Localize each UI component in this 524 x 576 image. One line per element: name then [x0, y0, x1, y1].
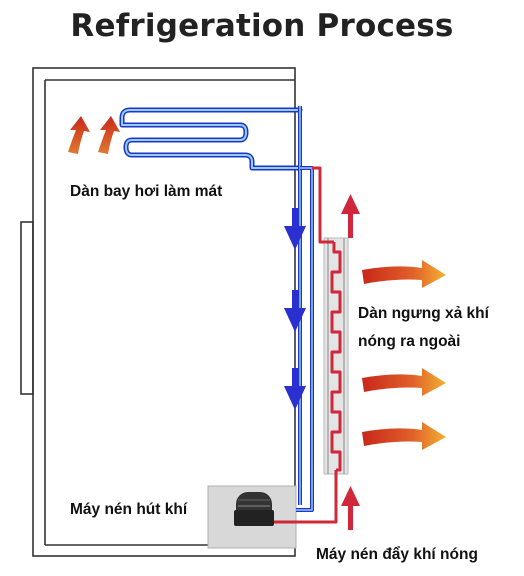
hot-flow-arrow — [341, 194, 360, 238]
cold-flow-arrow — [284, 368, 306, 410]
compressor-discharge-label: Máy nén đẩy khí nóng — [316, 546, 478, 563]
discharge-line — [270, 166, 342, 524]
heat-release-arrows — [362, 260, 446, 450]
heat-rising-arrow — [98, 116, 120, 154]
cold-flow-arrows — [284, 208, 306, 410]
compressor-icon — [234, 492, 274, 526]
hot-flow-arrows — [341, 194, 360, 530]
condenser-label-line1: Dàn ngưng xả khí — [358, 305, 489, 322]
hot-flow-arrow — [341, 486, 360, 530]
condenser-label-line2: nóng ra ngoài — [358, 333, 461, 350]
heat-release-arrow — [362, 422, 446, 450]
heat-release-arrow — [362, 260, 446, 288]
diagram-title: Refrigeration Process — [70, 8, 454, 44]
cold-flow-arrow — [284, 208, 306, 250]
heat-release-arrow — [362, 368, 446, 396]
cold-flow-arrow — [284, 290, 306, 332]
compressor-suction-label: Máy nén hút khí — [70, 501, 188, 518]
heat-rising-arrow — [68, 116, 90, 154]
heat-rising-arrows — [68, 116, 120, 154]
door-handle — [20, 221, 34, 395]
condenser-fins — [323, 237, 349, 475]
suction-line — [296, 106, 314, 512]
evaporator-coil — [119, 107, 303, 171]
evaporator-label: Dàn bay hơi làm mát — [70, 183, 223, 200]
